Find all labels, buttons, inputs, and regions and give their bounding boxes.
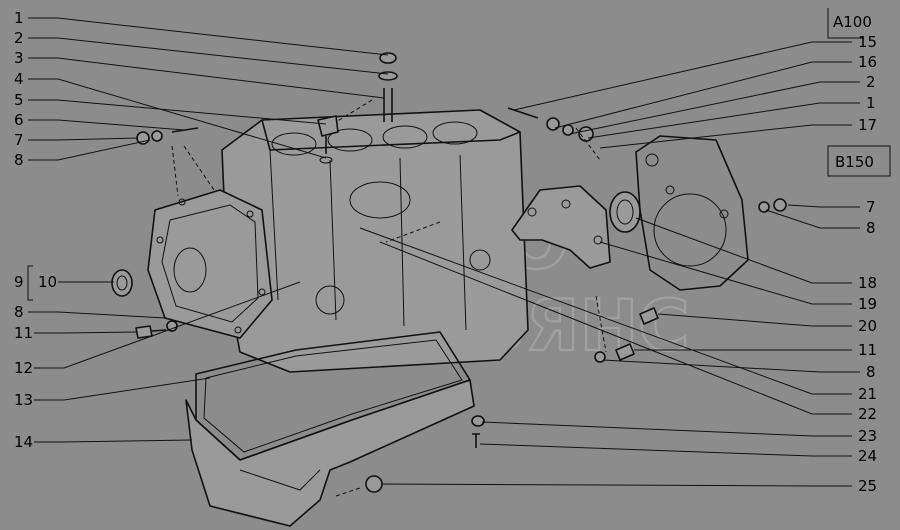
callout-right-17: 25 xyxy=(381,477,877,495)
callout-number: 16 xyxy=(858,53,877,71)
callout-number: 18 xyxy=(858,274,877,292)
side-cover-fasteners xyxy=(136,127,199,145)
callout-right-9: 19 xyxy=(599,241,877,313)
callout-left-15: 14 xyxy=(14,433,193,451)
rear-stud-assembly xyxy=(507,107,594,142)
callout-number: 25 xyxy=(858,477,877,495)
callout-number: 14 xyxy=(14,433,33,451)
callout-right-7: 8 xyxy=(765,209,876,237)
front-oil-seal xyxy=(111,269,133,297)
callout-number: 5 xyxy=(14,91,24,109)
callout-number: 8 xyxy=(14,151,24,169)
rear-seal-holder xyxy=(511,185,641,269)
front-cover xyxy=(147,189,273,339)
callout-right-1: 15 xyxy=(513,33,877,111)
callout-number: 3 xyxy=(14,49,24,67)
rear-plate-fasteners xyxy=(758,198,787,213)
engine-block xyxy=(221,109,529,373)
reference-label-a100: A100 xyxy=(833,13,872,31)
callout-right-2: 16 xyxy=(554,53,877,129)
callout-right-16: 24 xyxy=(479,443,877,465)
callout-number: 11 xyxy=(858,341,877,359)
callout-left-10: 10 xyxy=(27,265,114,301)
callout-right-4: 1 xyxy=(587,94,876,139)
callout-number: 13 xyxy=(14,391,33,409)
callout-right-10: 20 xyxy=(657,313,877,335)
oil-pipe-fitting xyxy=(317,115,339,164)
callout-number: 17 xyxy=(858,116,877,134)
rear-plate xyxy=(635,135,749,291)
callout-left-7: 7 xyxy=(14,131,139,149)
reference-label-b150: B150 xyxy=(835,153,874,171)
callout-left-11: 8 xyxy=(14,303,167,321)
head-stud-assembly xyxy=(378,52,398,122)
callout-number: 8 xyxy=(14,303,24,321)
callout-number: 21 xyxy=(858,385,877,403)
callout-number: 1 xyxy=(14,9,24,27)
callout-right-3: 2 xyxy=(569,73,876,135)
callout-right-13: 21 xyxy=(359,227,877,403)
assembly-arrows xyxy=(171,99,607,497)
callout-number: 1 xyxy=(866,94,876,112)
callout-number: 7 xyxy=(14,131,24,149)
callout-number: 2 xyxy=(866,73,876,91)
callout-right-15: 23 xyxy=(481,421,877,445)
callout-left-6: 6 xyxy=(14,111,185,131)
callout-number: 8 xyxy=(866,219,876,237)
callout-left-4: 4 xyxy=(14,70,327,159)
callout-number: 4 xyxy=(14,70,24,88)
callout-number: 19 xyxy=(858,295,877,313)
callout-left-5: 5 xyxy=(14,91,327,125)
callout-number: 23 xyxy=(858,427,877,445)
callout-right-6: 7 xyxy=(787,198,876,216)
callout-number: 22 xyxy=(858,405,877,423)
callout-number: 2 xyxy=(14,29,24,47)
callout-right-5: 17 xyxy=(599,116,877,149)
callout-number: 8 xyxy=(866,363,876,381)
callout-number: 12 xyxy=(14,359,33,377)
callout-left-14: 13 xyxy=(14,377,211,409)
callout-left-13: 12 xyxy=(14,281,301,377)
callout-left-8: 8 xyxy=(14,139,151,169)
reference-box-b150: B150 xyxy=(827,145,891,177)
callout-left-9: 9 xyxy=(14,273,24,291)
callout-left-1: 1 xyxy=(14,9,389,56)
callout-number: 10 xyxy=(38,273,57,291)
callout-number: 24 xyxy=(858,447,877,465)
callout-number: 9 xyxy=(14,273,24,291)
callout-left-12: 11 xyxy=(14,324,137,342)
callout-number: 20 xyxy=(858,317,877,335)
oil-pan xyxy=(185,331,475,527)
callout-left-3: 3 xyxy=(14,49,385,99)
reference-box-a100: A100 xyxy=(827,8,872,39)
callout-right-8: 18 xyxy=(635,217,877,292)
callout-right-12: 8 xyxy=(602,359,876,381)
callout-right-14: 22 xyxy=(379,241,877,423)
callout-number: 7 xyxy=(866,198,876,216)
callout-number: 11 xyxy=(14,324,33,342)
callout-number: 15 xyxy=(858,33,877,51)
callout-left-2: 2 xyxy=(14,29,389,75)
rear-holder-bolts xyxy=(594,307,659,363)
callout-number: 6 xyxy=(14,111,24,129)
